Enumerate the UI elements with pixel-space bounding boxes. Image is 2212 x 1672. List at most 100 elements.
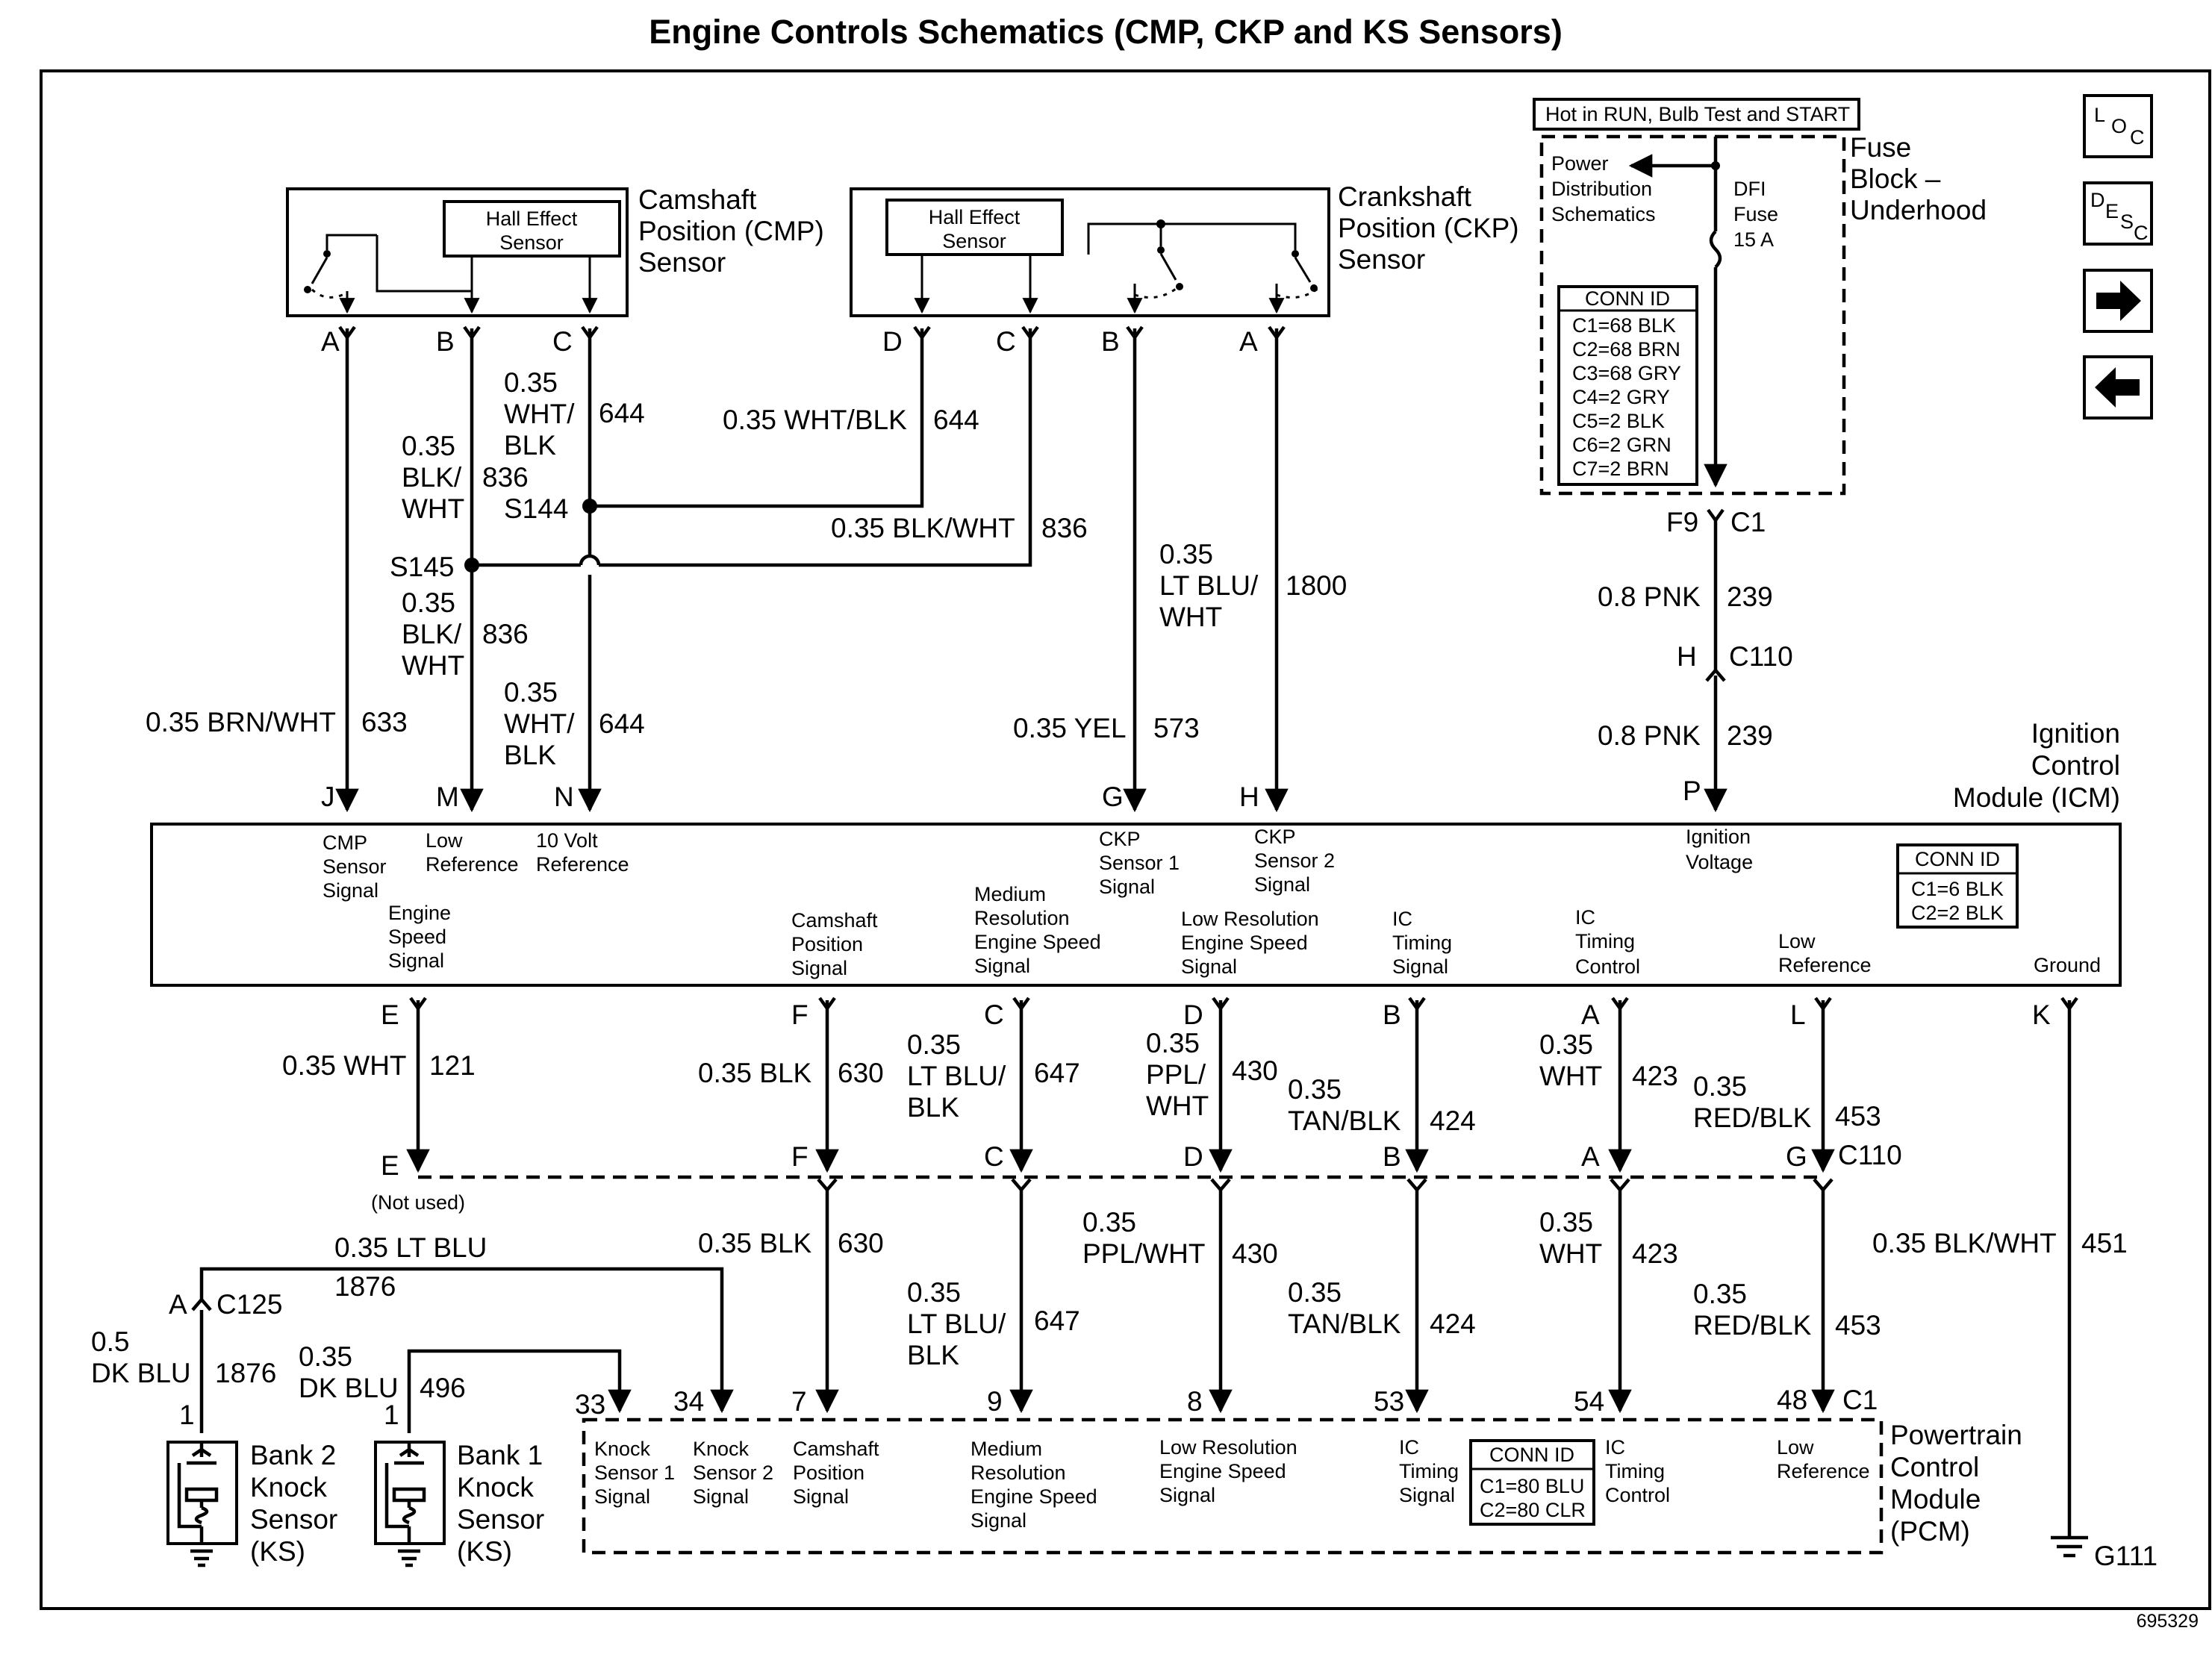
svg-text:Reference: Reference [426,853,519,876]
svg-text:C: C [552,326,573,357]
prev-arrow-button[interactable] [2083,355,2153,419]
svg-text:Position: Position [791,933,863,955]
svg-text:Block –: Block – [1850,163,1941,194]
hot-label: Hot in RUN, Bulb Test and START [1545,103,1850,125]
svg-text:Signal: Signal [971,1509,1026,1532]
svg-text:424: 424 [1430,1308,1476,1339]
svg-text:Fuse: Fuse [1733,203,1778,225]
svg-text:573: 573 [1153,713,1200,743]
svg-text:Medium: Medium [974,883,1046,905]
svg-text:Resolution: Resolution [974,907,1070,929]
svg-text:0.35: 0.35 [1146,1028,1200,1058]
svg-text:C2=68 BRN: C2=68 BRN [1572,338,1680,361]
svg-text:48: 48 [1777,1385,1807,1415]
svg-text:Signal: Signal [1399,1484,1455,1506]
diagram-title: Engine Controls Schematics (CMP, CKP and… [649,13,1563,51]
svg-text:Sensor: Sensor [323,855,387,878]
svg-text:Powertrain: Powertrain [1890,1420,2022,1450]
svg-text:0.35 BLK: 0.35 BLK [698,1058,812,1088]
svg-text:8: 8 [1187,1386,1203,1417]
middle-wiring: E F C D B A L K 0.35 WHT 121 0.35 BLK 63… [282,996,2078,1538]
svg-text:Knock: Knock [594,1438,651,1460]
svg-text:Sensor: Sensor [499,231,564,254]
svg-text:E: E [381,999,399,1030]
svg-text:BLK/: BLK/ [402,462,462,493]
knock-sensor-bank-1: Bank 1 Knock Sensor (KS) [374,1440,544,1568]
svg-text:Position: Position [793,1462,864,1484]
svg-text:Knock: Knock [693,1438,750,1460]
svg-text:S144: S144 [504,493,568,524]
svg-text:IC: IC [1575,906,1595,929]
svg-text:Reference: Reference [1778,954,1872,976]
svg-text:WHT/: WHT/ [504,399,575,429]
knock-sensor-icon [177,1442,219,1568]
svg-text:1: 1 [179,1400,195,1430]
svg-text:34: 34 [673,1386,704,1417]
svg-text:0.35 BLK: 0.35 BLK [698,1228,812,1258]
svg-text:Low: Low [1777,1436,1814,1459]
svg-text:15 A: 15 A [1733,228,1774,251]
svg-text:Bank 1: Bank 1 [457,1440,543,1470]
svg-text:S145: S145 [390,552,454,582]
svg-text:Sensor: Sensor [250,1504,337,1535]
svg-text:Medium: Medium [971,1438,1042,1460]
svg-text:A: A [321,326,340,357]
svg-text:Signal: Signal [323,879,378,902]
svg-text:CONN ID: CONN ID [1915,848,2000,870]
svg-text:B: B [1101,326,1120,357]
svg-text:0.35 BLK/WHT: 0.35 BLK/WHT [831,513,1015,543]
svg-text:E: E [381,1150,399,1181]
svg-text:1: 1 [384,1400,399,1430]
loc-button[interactable]: L O C [2083,94,2153,158]
svg-text:Low: Low [1778,930,1816,952]
svg-text:451: 451 [2081,1228,2128,1258]
outer-frame [40,69,2211,1610]
svg-text:Signal: Signal [1181,955,1237,978]
svg-text:WHT/: WHT/ [504,708,575,739]
svg-text:Sensor 1: Sensor 1 [594,1462,675,1484]
svg-text:630: 630 [838,1228,884,1258]
svg-text:J: J [321,782,335,812]
svg-text:Knock: Knock [457,1472,534,1503]
svg-text:Signal: Signal [791,957,847,979]
svg-text:C110: C110 [1838,1140,1902,1170]
svg-text:Control: Control [1890,1452,1979,1482]
svg-text:0.5: 0.5 [91,1326,129,1357]
svg-text:0.35: 0.35 [1693,1279,1747,1309]
svg-text:D: D [1183,1141,1203,1172]
svg-text:0.35 YEL: 0.35 YEL [1013,713,1127,743]
svg-text:Engine Speed: Engine Speed [1159,1460,1286,1482]
svg-text:Sensor: Sensor [457,1504,544,1535]
svg-text:Distribution: Distribution [1551,178,1652,200]
svg-text:1876: 1876 [334,1271,396,1302]
svg-text:TAN/BLK: TAN/BLK [1288,1105,1401,1136]
svg-text:H: H [1239,782,1259,812]
svg-text:0.35: 0.35 [299,1341,352,1372]
svg-text:0.35: 0.35 [1539,1029,1593,1060]
svg-text:CKP: CKP [1099,828,1141,850]
svg-text:423: 423 [1632,1061,1678,1091]
svg-text:BLK: BLK [504,740,556,770]
svg-text:Control: Control [2031,750,2120,781]
svg-text:647: 647 [1034,1306,1080,1336]
svg-text:0.8 PNK: 0.8 PNK [1598,720,1701,751]
svg-text:BLK: BLK [907,1340,959,1370]
svg-text:0.35: 0.35 [504,367,558,398]
fuse-icon [1709,230,1722,269]
powertrain-control-module: Powertrain Control Module (PCM) Knock Se… [582,1417,2022,1555]
svg-text:BLK: BLK [504,430,556,461]
svg-text:Timing: Timing [1392,932,1452,954]
svg-text:Reference: Reference [536,853,629,876]
svg-text:(PCM): (PCM) [1890,1516,1970,1547]
svg-text:1876: 1876 [215,1358,276,1388]
svg-text:A: A [169,1289,187,1320]
svg-text:F: F [791,1141,809,1172]
svg-text:B: B [1383,999,1401,1030]
fuse-block: Hot in RUN, Bulb Test and START Fuse Blo… [1533,98,1987,496]
desc-button[interactable]: D E S C [2083,181,2153,246]
svg-text:10 Volt: 10 Volt [536,829,598,852]
next-arrow-button[interactable] [2083,269,2153,333]
ground-g111-icon [2051,1535,2088,1558]
svg-text:C2=2 BLK: C2=2 BLK [1911,902,2004,924]
svg-text:Engine Speed: Engine Speed [1181,932,1308,954]
